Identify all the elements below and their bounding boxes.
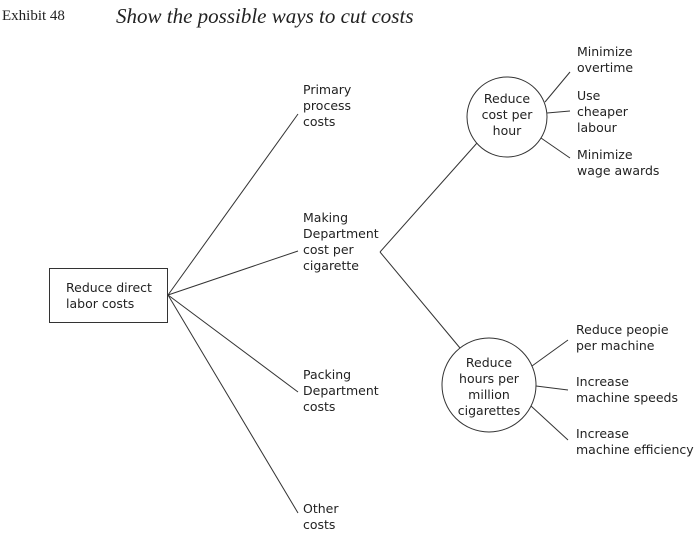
root-node-label: Reduce direct labor costs [66,280,152,311]
leaf-use-cheaper-labour: Use cheaper labour [577,88,628,135]
leaf-increase-machine-speeds: Increase machine speeds [576,374,678,405]
leaf-minimize-wage-awards: Minimize wage awards [577,147,660,178]
connector-million-efficiency [530,405,569,441]
connector-hour-wage [540,137,571,159]
connector-million-speeds [535,385,569,391]
connector-root-making [167,250,299,296]
connector-root-packing [167,294,299,393]
connector-million-people [531,339,569,367]
connector-root-other [167,294,299,514]
node-cost-per-hour-label: Reduce cost per hour [481,91,533,138]
leaf-increase-machine-efficiency: Increase machine efficiency [576,426,694,457]
connector-root-primary [167,113,299,296]
branch-other-costs: Other costs [303,501,339,532]
connector-making-million [379,251,461,349]
connector-hour-labour [546,110,571,114]
connector-hour-overtime [544,71,571,103]
root-node: Reduce direct labor costs [49,268,168,323]
leaf-minimize-overtime: Minimize overtime [577,44,634,75]
node-circle-cost-per-hour [466,76,548,158]
exhibit-number: Exhibit 48 [2,8,65,24]
connector-making-hour [379,142,478,253]
branch-making-department: Making Department cost per cigarette [303,210,379,273]
branch-primary-process-costs: Primary process costs [303,82,352,129]
exhibit-title: Show the possible ways to cut costs [116,4,414,28]
node-hours-per-million-label: Reduce hours per million cigarettes [457,355,521,418]
leaf-reduce-people-per-machine: Reduce peopie per machine [576,322,669,353]
node-circle-hours-per-million [441,337,537,433]
branch-packing-department: Packing Department costs [303,367,379,414]
